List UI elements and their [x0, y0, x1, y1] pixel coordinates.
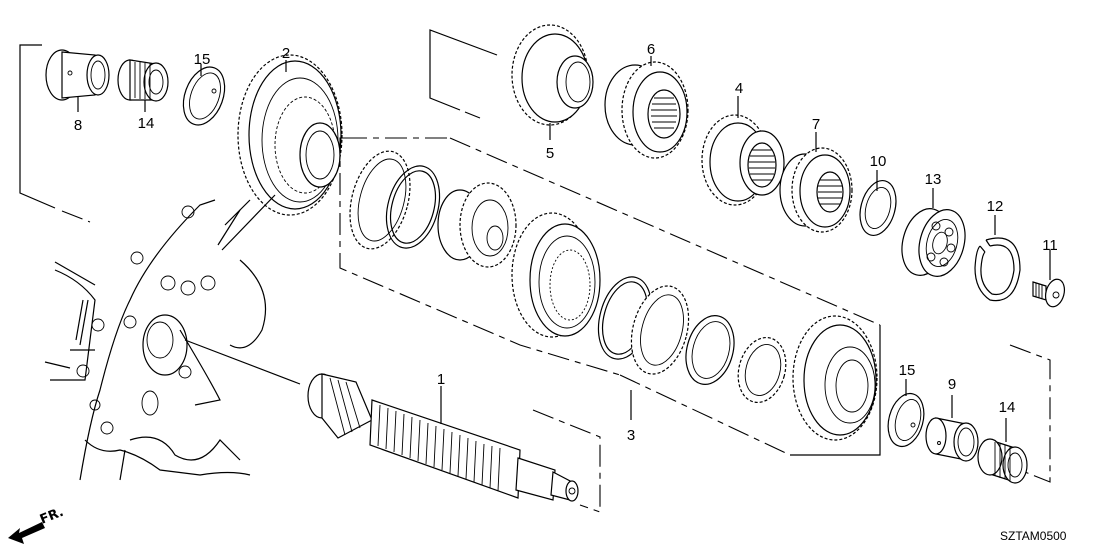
callout-8[interactable]: 8 [74, 117, 82, 134]
part-needle-bearing-14-right[interactable] [977, 438, 1028, 484]
callout-9[interactable]: 9 [948, 376, 956, 393]
part-bolt-11[interactable] [1032, 277, 1067, 309]
bracket-synchro-group [339, 137, 881, 456]
callout-4[interactable]: 4 [735, 80, 743, 97]
part-gear-large-right[interactable] [792, 315, 878, 441]
part-collar-9[interactable] [925, 417, 979, 462]
callout-2[interactable]: 2 [282, 45, 290, 62]
bracket-shaft-end [532, 409, 601, 513]
part-synchro-hub[interactable] [437, 182, 517, 268]
callout-11[interactable]: 11 [1042, 237, 1058, 254]
front-direction-arrow-icon [8, 522, 45, 544]
part-gear-2[interactable] [237, 54, 343, 216]
part-synchro-sleeve[interactable] [511, 212, 601, 338]
bracket-lower-right [1009, 344, 1051, 483]
part-snap-ring-12[interactable] [974, 237, 1021, 302]
bracket-upper-group [429, 29, 498, 119]
part-synchro-ring-outer[interactable] [340, 144, 420, 255]
callout-3[interactable]: 3 [627, 427, 635, 444]
part-gear-7[interactable] [779, 147, 853, 233]
callout-14-left[interactable]: 14 [138, 115, 155, 132]
callout-7[interactable]: 7 [812, 116, 820, 133]
part-synchro-ring-15-left[interactable] [176, 61, 232, 130]
bracket-left-group [19, 44, 91, 223]
part-needle-bearing-14-left[interactable] [117, 59, 169, 102]
callout-6[interactable]: 6 [647, 41, 655, 58]
part-gear-6[interactable] [604, 61, 689, 159]
callout-14-right[interactable]: 14 [999, 399, 1016, 416]
callout-13[interactable]: 13 [925, 171, 942, 188]
callout-12[interactable]: 12 [987, 198, 1004, 215]
part-ball-bearing-13[interactable] [895, 203, 972, 281]
part-synchro-double-cone[interactable] [622, 280, 697, 381]
part-mainshaft-1[interactable] [307, 373, 579, 502]
part-synchro-cone-small[interactable] [731, 332, 793, 408]
transmission-housing [44, 194, 301, 481]
front-direction-label: FR. [38, 505, 66, 528]
drawing-code: SZTAM0500 [1000, 529, 1067, 543]
part-gear-5[interactable] [511, 24, 594, 126]
part-washer-10[interactable] [854, 177, 901, 240]
part-synchro-ring-15-right[interactable] [883, 390, 930, 451]
part-collar-8[interactable] [45, 49, 110, 101]
part-synchro-inner-ring[interactable] [679, 310, 742, 390]
part-gear-4[interactable] [701, 114, 785, 206]
callout-10[interactable]: 10 [870, 153, 887, 170]
callout-15-left[interactable]: 15 [194, 51, 211, 68]
part-synchro-cone[interactable] [378, 160, 448, 254]
callout-15-right[interactable]: 15 [899, 362, 916, 379]
callout-5[interactable]: 5 [546, 145, 554, 162]
callout-1[interactable]: 1 [437, 371, 445, 388]
